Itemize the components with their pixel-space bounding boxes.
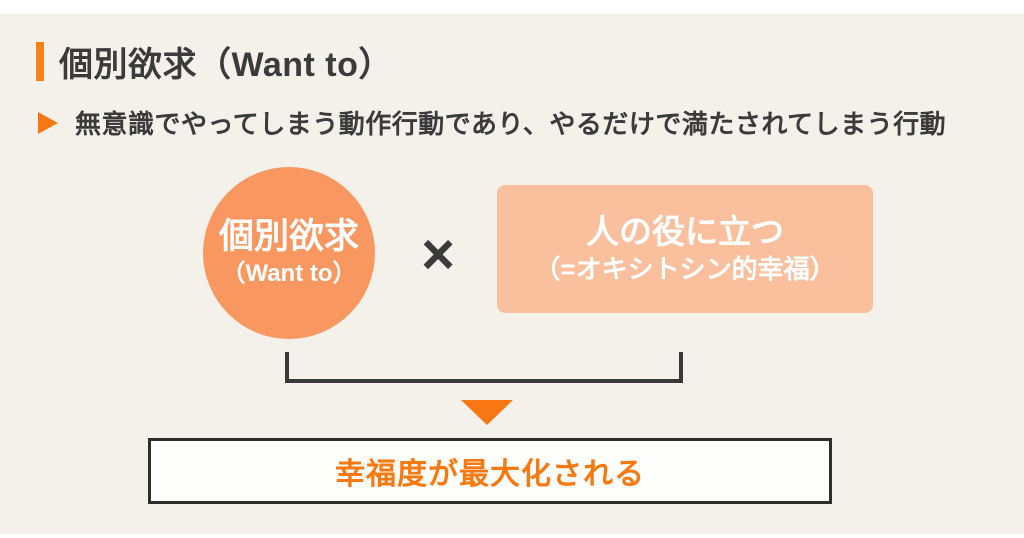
multiply-operator: ×: [421, 221, 455, 287]
merge-bracket: [285, 352, 683, 383]
want-to-circle: 個別欲求 （Want to）: [203, 167, 375, 339]
want-to-circle-label: 個別欲求: [218, 217, 359, 257]
helpful-factor-box: 人の役に立つ （=オキシトシン的幸福）: [497, 185, 873, 313]
helpful-factor-label: 人の役に立つ: [586, 213, 784, 251]
page-title: 個別欲求（Want to）: [59, 46, 393, 84]
title-row: 個別欲求（Want to）: [36, 37, 393, 86]
bullet-triangle-icon: [38, 111, 58, 134]
lead-row: 無意識でやってしまう動作行動であり、やるだけで満たされてしまう行動: [38, 104, 946, 141]
result-text: 幸福度が最大化される: [335, 458, 645, 491]
want-to-circle-sublabel: （Want to）: [221, 259, 357, 287]
title-accent-bar-icon: [36, 42, 44, 81]
result-box: 幸福度が最大化される: [148, 438, 832, 504]
down-arrow-icon: [461, 400, 513, 425]
lead-text: 無意識でやってしまう動作行動であり、やるだけで満たされてしまう行動: [75, 109, 947, 139]
helpful-factor-sublabel: （=オキシトシン的幸福）: [534, 253, 836, 284]
